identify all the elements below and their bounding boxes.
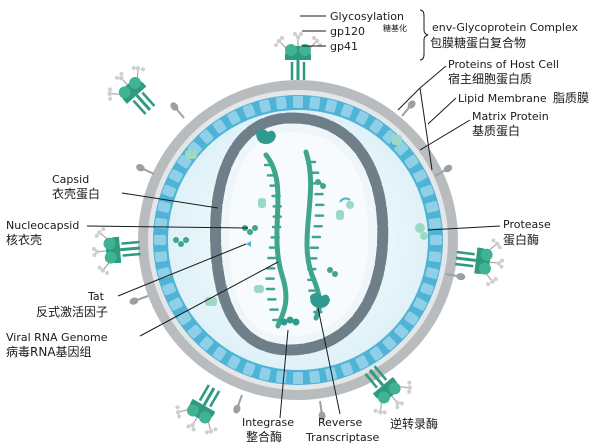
host-protein (232, 394, 245, 415)
matrix-protein-segment (276, 370, 287, 383)
label-tat-zh: 反式激活因子 (36, 305, 108, 319)
label-gp41: gp41 (330, 40, 358, 53)
label-viral-rna: Viral RNA Genome (6, 331, 108, 344)
label-glycosylation: Glycosylation (330, 10, 404, 23)
env-glycoprotein (90, 224, 142, 276)
host-protein (128, 293, 149, 306)
label-gp120: gp120 (330, 25, 365, 38)
matrix-protein-segment (428, 218, 441, 229)
matrix-protein-segment (276, 96, 287, 109)
matrix-protein-segment (430, 235, 442, 245)
matrix-protein-segment (293, 372, 303, 384)
label-lipid-membrane-zh: 脂质膜 (553, 90, 589, 105)
label-reverse: Reverse (318, 416, 362, 429)
label-integrase-zh: 整合酶 (246, 429, 282, 444)
matrix-protein-segment (154, 251, 167, 262)
label-tat: Tat (87, 290, 105, 303)
matrix-protein-segment (309, 370, 320, 383)
env-glycoprotein (169, 376, 235, 442)
label-nucleocapsid: Nucleocapsid (6, 219, 79, 232)
label-env-glycoprotein-zh: 包膜糖蛋白复合物 (430, 35, 526, 50)
label-transcriptase: Transcriptase (305, 431, 379, 444)
label-host-proteins-zh: 宿主细胞蛋白质 (448, 71, 532, 86)
matrix-protein-segment (154, 235, 166, 245)
label-glycosylation-zh: 糖基化 (383, 23, 407, 33)
capsid (216, 118, 383, 350)
label-lipid-membrane: Lipid Membrane (458, 92, 547, 105)
host-protein (169, 101, 187, 120)
matrix-protein-segment (309, 96, 320, 109)
label-integrase: Integrase (242, 416, 294, 429)
label-reverse-transcriptase-zh: 逆转录酶 (390, 416, 438, 431)
label-capsid: Capsid (52, 173, 89, 186)
env-glycoprotein (100, 58, 168, 126)
label-protease: Protease (503, 218, 551, 231)
label-protease-zh: 蛋白酶 (503, 232, 539, 247)
env-glycoprotein (274, 32, 322, 80)
matrix-protein-segment (428, 251, 441, 262)
label-nucleocapsid-zh: 核衣壳 (6, 232, 42, 247)
label-host-proteins: Proteins of Host Cell (448, 58, 559, 71)
label-matrix-protein-zh: 基质蛋白 (472, 123, 520, 138)
label-capsid-zh: 衣壳蛋白 (52, 186, 100, 201)
matrix-protein-segment (293, 96, 303, 108)
label-matrix-protein: Matrix Protein (472, 110, 549, 123)
label-env-glycoprotein: env-Glycoprotein Complex (432, 21, 579, 34)
host-protein (399, 99, 417, 118)
label-viral-rna-zh: 病毒RNA基因组 (6, 344, 92, 359)
